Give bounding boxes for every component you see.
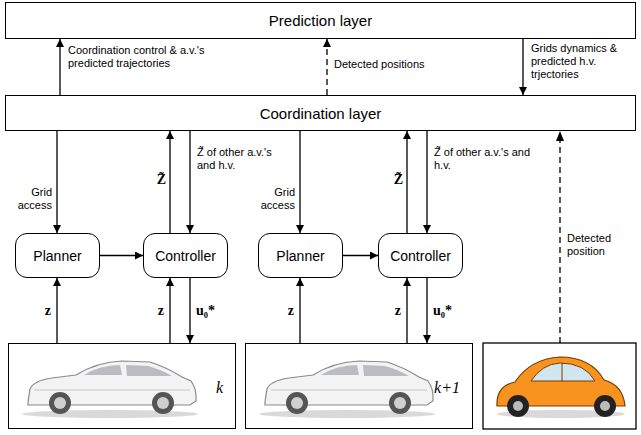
edge-label: Grids dynamics & predicted h.v. trjector… — [531, 42, 617, 80]
edge-label: Z̃ — [394, 172, 403, 187]
edge-label-box: z — [33, 303, 51, 318]
connector-arrow — [100, 255, 143, 256]
planner-box: Planner — [258, 233, 343, 278]
edge-label-box: Grids dynamics & predicted h.v. trjector… — [531, 42, 635, 81]
connector-arrow — [522, 39, 523, 95]
connector-arrow — [406, 278, 407, 343]
connector-arrow — [169, 131, 170, 233]
edge-label-box: Grid access — [8, 186, 52, 212]
edge-label: Z̃ of other a.v.'s and h.v. — [434, 146, 530, 171]
vehicle-box: k — [8, 343, 236, 429]
connector-arrow — [426, 131, 427, 233]
connector-arrow — [56, 131, 57, 233]
vehicle-box — [483, 343, 636, 429]
edge-label-box: Coordination control & a.v.'s predicted … — [68, 44, 228, 70]
edge-label: Coordination control & a.v.'s predicted … — [68, 44, 204, 69]
edge-label: z — [158, 303, 164, 318]
detection-line — [559, 139, 560, 343]
box-title: Planner — [33, 248, 81, 264]
connector-arrow — [326, 39, 327, 95]
edge-label: Grid access — [261, 186, 295, 211]
box-title: Planner — [276, 248, 324, 264]
edge-label-box: Z̃ — [385, 172, 403, 187]
edge-label: z — [288, 303, 294, 318]
connector-arrow — [59, 39, 60, 95]
vehicle-index: k+1 — [434, 379, 460, 397]
controller-box: Controller — [143, 233, 228, 278]
arrow-head — [556, 131, 564, 141]
box-title: Coordination layer — [260, 105, 382, 122]
edge-label: z — [395, 303, 401, 318]
edge-label: u₀* — [433, 303, 452, 318]
planner-box: Planner — [15, 233, 100, 278]
connector-arrow — [299, 278, 300, 343]
box-title: Controller — [155, 248, 216, 264]
edge-label: z — [45, 303, 51, 318]
edge-label-box: z — [146, 303, 164, 318]
vehicle-box: k+1 — [245, 343, 473, 429]
layer-box: Coordination layer — [5, 95, 636, 131]
edge-label-box: u₀* — [196, 303, 226, 318]
vehicle-index: k — [216, 379, 223, 397]
connector-arrow — [169, 278, 170, 343]
car-illustration — [259, 361, 435, 418]
edge-label-box: Z̃ of other a.v.'s and h.v. — [434, 146, 534, 172]
box-title: Prediction layer — [269, 12, 372, 29]
layer-box: Prediction layer — [5, 2, 636, 39]
connector-arrow — [56, 278, 57, 343]
connector-arrow — [189, 131, 190, 233]
edge-label: Z̃ of other a.v.'s and h.v. — [197, 146, 272, 171]
connector-arrow — [189, 278, 190, 343]
box-title: Controller — [390, 248, 451, 264]
car-illustration — [22, 361, 198, 418]
edge-label-box: z — [383, 303, 401, 318]
edge-label-box: Detected positions — [334, 58, 444, 71]
edge-label: Z̃ — [157, 172, 166, 187]
connector-arrow — [426, 278, 427, 343]
note-label-box: Detected position — [567, 232, 633, 258]
human-car-illustration — [497, 357, 625, 418]
connector-arrow — [343, 255, 378, 256]
edge-label: Detected positions — [334, 58, 425, 70]
edge-label-box: z — [276, 303, 294, 318]
edge-label-box: Grid access — [251, 186, 295, 212]
connector-arrow — [406, 131, 407, 233]
connector-arrow — [299, 131, 300, 233]
controller-box: Controller — [378, 233, 463, 278]
note-label: Detected position — [567, 232, 611, 257]
edge-label-box: Z̃ — [148, 172, 166, 187]
edge-label: Grid access — [18, 186, 52, 211]
edge-label-box: u₀* — [433, 303, 463, 318]
edge-label-box: Z̃ of other a.v.'s and h.v. — [197, 146, 293, 172]
edge-label: u₀* — [196, 303, 215, 318]
